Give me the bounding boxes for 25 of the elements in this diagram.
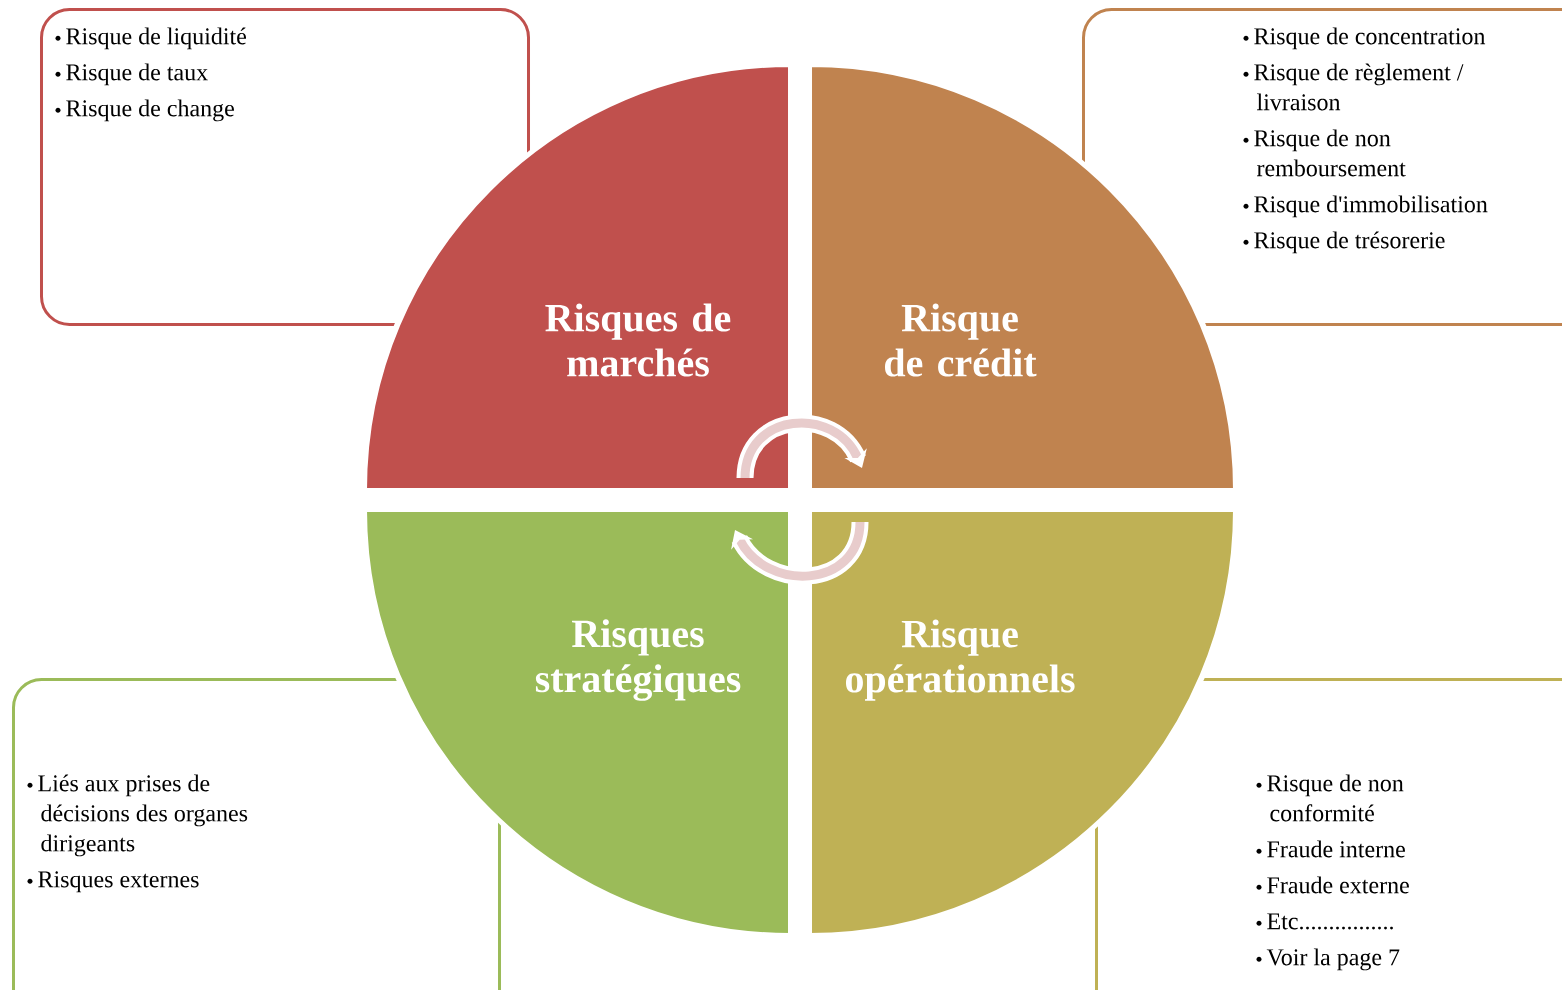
bullet-item: Risque de non remboursement [1254, 129, 1406, 177]
quadrant-sector: Risque de crédit [808, 63, 1237, 492]
text-box [1082, 8, 1562, 326]
bullet-item: Risque de change [66, 99, 234, 122]
bullet-item: Voir la page 7 [1266, 948, 1400, 971]
quadrant-sector: Risques de marchés [363, 63, 792, 492]
bullet-item: Risque de liquidité [66, 27, 246, 50]
bullet-item: Fraude externe [1267, 876, 1409, 894]
bullet-item: Liés aux prises de décisions des organes dirigeants [38, 774, 248, 857]
curved-arrow [731, 521, 869, 585]
curved-arrow [736, 414, 867, 479]
quadrant-sector: Risque opérationnels [808, 508, 1237, 937]
text-box [1095, 678, 1562, 990]
bullet-item: Risque de non conformité [1267, 774, 1404, 822]
bullet-item: Risque de taux [66, 63, 208, 86]
bullet-item: Risque de concentration [1254, 27, 1486, 50]
bullet-item: Risque de règlement / livraison [1254, 63, 1464, 111]
text-box [12, 678, 501, 990]
bullet-item: Risques externes [38, 871, 199, 893]
bullet-item: Risque d'immobilisation [1254, 195, 1488, 218]
bullet-item: Risque de trésorerie [1254, 231, 1445, 254]
text-box [40, 8, 530, 326]
bullet-item: Fraude interne [1267, 840, 1405, 858]
quadrant-sector: Risques stratégiques [363, 508, 792, 937]
bullet-item: Etc................ [1267, 913, 1393, 930]
